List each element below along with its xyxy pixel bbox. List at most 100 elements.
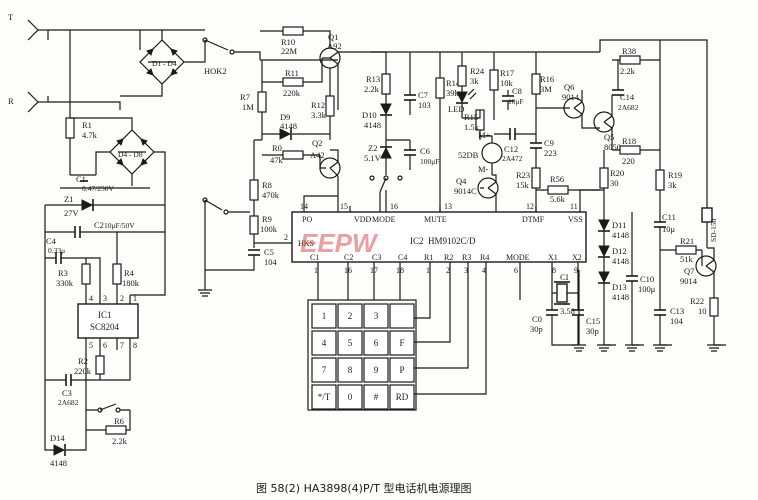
svg-text:R2: R2 xyxy=(444,253,453,262)
svg-text:C8: C8 xyxy=(512,86,522,96)
figure-caption: 图 58(2) HA3898(4)P/T 型电话机电源理图 xyxy=(256,481,472,495)
ic1-switch[interactable] xyxy=(85,350,130,413)
svg-text:3k: 3k xyxy=(470,76,479,86)
svg-text:D13: D13 xyxy=(612,282,627,292)
hook-switch-hok2[interactable]: HOK2 xyxy=(202,37,261,76)
svg-text:D11: D11 xyxy=(612,220,626,230)
svg-text:R1: R1 xyxy=(424,253,433,262)
svg-text:30p: 30p xyxy=(530,324,543,334)
svg-text:9014C: 9014C xyxy=(454,186,477,196)
svg-text:R8: R8 xyxy=(262,180,272,190)
resistor-r9: R9 100k xyxy=(249,212,278,248)
svg-text:R3: R3 xyxy=(462,253,471,262)
keypad-key[interactable] xyxy=(311,303,337,329)
svg-text:47k: 47k xyxy=(270,155,284,165)
svg-text:2.2k: 2.2k xyxy=(620,66,636,76)
capacitor-c2: C2 10μF/50V xyxy=(45,220,165,238)
capacitor-c8: C8 10μF xyxy=(502,86,524,110)
keypad-key[interactable] xyxy=(389,357,415,383)
svg-text:CI: CI xyxy=(560,272,569,282)
svg-text:C4: C4 xyxy=(398,253,407,262)
svg-text:R56: R56 xyxy=(550,174,564,184)
keypad-key-label: 9 xyxy=(374,365,379,375)
keypad-key[interactable] xyxy=(389,384,415,410)
resistor-r7: R7 1M xyxy=(240,60,267,140)
keypad-key[interactable] xyxy=(311,384,337,410)
keypad-key[interactable] xyxy=(311,330,337,356)
resistor-r56: R56 5.6k xyxy=(536,174,600,204)
svg-text:C3: C3 xyxy=(62,388,72,398)
svg-text:SD-150: SD-150 xyxy=(709,218,718,242)
keypad-key[interactable] xyxy=(337,384,363,410)
svg-text:R22: R22 xyxy=(690,296,704,306)
transistor-q5: Q5 8050 xyxy=(593,95,621,152)
keypad-key[interactable] xyxy=(389,330,415,356)
svg-text:5.1V: 5.1V xyxy=(364,153,382,163)
transistor-q2: Q2 A42 xyxy=(310,138,341,212)
mode-switch[interactable] xyxy=(369,175,403,212)
keypad-key-label: 0 xyxy=(348,392,353,402)
svg-text:4.7k: 4.7k xyxy=(82,130,98,140)
svg-text:39k: 39k xyxy=(446,88,460,98)
keypad-key[interactable] xyxy=(363,384,389,410)
capacitor-c9: C9 223 xyxy=(530,134,557,165)
keypad-key-label: 5 xyxy=(348,338,353,348)
svg-text:16: 16 xyxy=(390,202,398,211)
svg-text:2: 2 xyxy=(446,266,450,275)
keypad-key[interactable] xyxy=(337,330,363,356)
transistor-q1: Q1 A92 xyxy=(319,30,370,110)
resistor-r19: R19 3k xyxy=(655,150,682,212)
keypad-key-label: 8 xyxy=(348,365,353,375)
keypad-key[interactable] xyxy=(363,357,389,383)
ic2-part: HM9102C/D xyxy=(428,236,476,246)
svg-text:4148: 4148 xyxy=(612,292,629,302)
svg-text:R14: R14 xyxy=(446,78,461,88)
keypad-key[interactable] xyxy=(337,357,363,383)
ic1-sc8204: IC1 SC8204 4 3 2 1 5 6 7 8 xyxy=(77,232,166,350)
svg-text:C4: C4 xyxy=(46,236,57,246)
svg-text:D9: D9 xyxy=(280,112,290,122)
svg-text:2A472: 2A472 xyxy=(502,154,523,163)
watermark: EEPW xyxy=(300,228,379,258)
svg-text:Z1: Z1 xyxy=(64,194,73,204)
svg-text:Q5: Q5 xyxy=(604,132,614,142)
svg-text:104: 104 xyxy=(670,316,684,326)
capacitor-c12: C12 2A472 xyxy=(494,128,536,163)
speaker-52db: M+ M- 52DB xyxy=(458,130,503,175)
keypad-key[interactable] xyxy=(311,357,337,383)
svg-text:4148: 4148 xyxy=(364,120,381,130)
svg-text:R9: R9 xyxy=(262,214,272,224)
svg-text:6: 6 xyxy=(514,266,518,275)
bridge-rectifier-1: D1 - D4 xyxy=(120,29,206,97)
keypad-key[interactable] xyxy=(363,330,389,356)
keypad-key-label: F xyxy=(399,338,404,348)
svg-text:5: 5 xyxy=(89,341,93,350)
svg-text:5.6k: 5.6k xyxy=(550,194,566,204)
svg-text:3: 3 xyxy=(464,266,468,275)
svg-text:C13: C13 xyxy=(670,306,684,316)
svg-text:R13: R13 xyxy=(366,74,380,84)
r8-switch[interactable] xyxy=(202,197,250,215)
svg-text:470k: 470k xyxy=(262,190,280,200)
keypad-key[interactable] xyxy=(389,303,415,329)
resistor-r38: R38 2.2k xyxy=(612,40,661,76)
sd-150-buzzer: SD-150 xyxy=(660,39,718,248)
svg-text:MODE: MODE xyxy=(506,253,530,262)
resistor-r8: R8 470k xyxy=(249,139,280,212)
keypad-key-label: 7 xyxy=(322,365,327,375)
svg-text:3.3k: 3.3k xyxy=(311,110,327,120)
keypad-key[interactable] xyxy=(337,303,363,329)
transistor-q6: Q6 9014 xyxy=(536,82,600,129)
capacitor-c14: C14 2A682 xyxy=(612,60,639,112)
transistor-q7: Q7 9014 xyxy=(680,247,717,295)
svg-text:M+: M+ xyxy=(478,130,491,140)
svg-text:Q6: Q6 xyxy=(564,82,574,92)
svg-text:223: 223 xyxy=(544,148,557,158)
svg-text:R19: R19 xyxy=(668,170,682,180)
keypad-key[interactable] xyxy=(363,303,389,329)
svg-text:30: 30 xyxy=(610,178,619,188)
svg-text:MUTE: MUTE xyxy=(424,215,447,224)
keypad-key-label: P xyxy=(399,365,404,375)
svg-text:X1: X1 xyxy=(548,253,558,262)
